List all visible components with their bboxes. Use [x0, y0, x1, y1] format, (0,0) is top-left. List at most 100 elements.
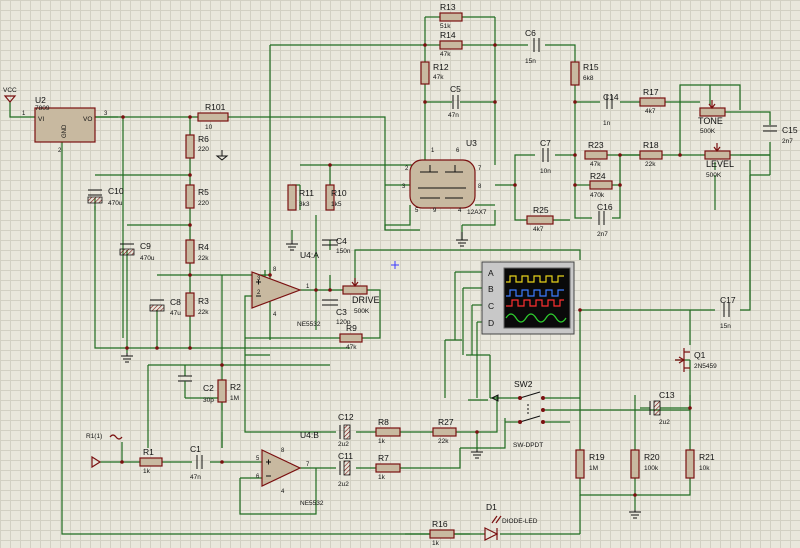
r2-ref: R2 [230, 382, 241, 392]
capacitor-c9[interactable]: C9 470u [119, 241, 155, 262]
resistor-r10[interactable]: R10 1k5 [325, 184, 347, 211]
resistor-r14[interactable]: R14 47k [439, 30, 463, 58]
q1-ref: Q1 [694, 350, 706, 360]
resistor-r17[interactable]: R17 4k7 [639, 87, 666, 115]
ground-icon [121, 353, 133, 363]
resistor-r4[interactable]: R4 22k [185, 239, 209, 264]
resistor-r9[interactable]: R9 47k [339, 323, 363, 351]
level-value: 500K [706, 172, 722, 179]
capacitor-c8[interactable]: C8 47u [149, 297, 181, 317]
c10-ref: C10 [108, 186, 124, 196]
scope-trace-a [506, 275, 564, 283]
c1-ref: C1 [190, 444, 201, 454]
pot-level[interactable]: LEVEL 500K [704, 143, 734, 179]
resistor-r6[interactable]: R6 220 [185, 134, 209, 159]
c6-value: 15n [525, 58, 536, 65]
u4a-ref: U4:A [300, 250, 319, 260]
ground-icon [456, 232, 468, 247]
sw2-ref: SW2 [514, 379, 533, 389]
r6-value: 220 [198, 146, 209, 153]
resistor-r19[interactable]: R19 1M [575, 449, 605, 479]
resistor-r24[interactable]: R24 470k [589, 171, 613, 199]
vcc-terminal[interactable]: VCC [3, 87, 17, 103]
resistor-r101[interactable]: R101 10 [197, 102, 229, 131]
capacitor-c15[interactable]: C15 2n7 [763, 125, 798, 145]
oscilloscope[interactable]: A B C D [481, 261, 575, 335]
resistor-r25[interactable]: R25 4k7 [526, 205, 554, 233]
resistor-r2[interactable]: R2 1M [217, 379, 241, 403]
drive-label: DRIVE [352, 295, 380, 305]
pot-drive[interactable]: DRIVE 500K [342, 278, 380, 315]
r13-value: 51k [440, 23, 451, 30]
resistor-r20[interactable]: R20 100k [630, 449, 660, 479]
capacitor-c12[interactable]: C12 2u2 [338, 412, 354, 448]
r17-ref: R17 [643, 87, 659, 97]
r4-value: 22k [198, 255, 209, 262]
resistor-r23[interactable]: R23 47k [584, 140, 608, 168]
tube-u3[interactable]: U3 12AX7 2 3 1 6 7 8 5 9 4 [402, 138, 487, 216]
opamp-u4a[interactable]: U4:A NE5532 3 2 8 4 1 [251, 250, 321, 328]
led-d1[interactable]: D1 DIODE-LED [484, 502, 538, 541]
capacitor-c3[interactable]: C3 120p [322, 299, 351, 326]
resistor-r27[interactable]: R27 22k [432, 417, 457, 445]
u3-pin: 4 [458, 208, 462, 214]
capacitor-c1[interactable]: C1 47n [190, 444, 203, 481]
resistor-r8[interactable]: R8 1k [375, 417, 401, 445]
scope-trace-b [506, 289, 564, 297]
capacitor-c14[interactable]: C14 1n [603, 92, 619, 127]
resistor-r3[interactable]: R3 22k [185, 292, 209, 317]
r2-value: 1M [230, 395, 239, 402]
u3-pin: 2 [405, 166, 409, 172]
u4a-part: NE5532 [297, 321, 321, 328]
r11-value: 3k3 [299, 201, 310, 208]
r12-value: 47k [433, 74, 444, 81]
resistor-r15[interactable]: R15 6k8 [570, 61, 599, 86]
capacitor-c16[interactable]: C16 2n7 [597, 202, 613, 238]
resistor-r12[interactable]: R12 47k [420, 61, 449, 85]
c7-value: 10n [540, 168, 551, 175]
c15-ref: C15 [782, 125, 798, 135]
junctions [120, 43, 692, 497]
c16-value: 2n7 [597, 231, 608, 238]
capacitor-c13[interactable]: C13 2u2 [649, 390, 675, 426]
scope-channel-b: B [488, 284, 494, 294]
scope-channel-a: A [488, 268, 494, 278]
capacitor-c6[interactable]: C6 15n [525, 28, 540, 65]
transistor-q1[interactable]: Q1 2N5459 [675, 348, 717, 372]
u3-pin: 9 [433, 208, 437, 214]
switch-sw2[interactable]: SW2 SW-DPDT [513, 379, 545, 449]
capacitor-c2[interactable]: C2 30p [178, 375, 214, 404]
drive-value: 500K [354, 308, 370, 315]
c14-ref: C14 [603, 92, 619, 102]
capacitor-c5[interactable]: C5 47n [448, 84, 461, 119]
resistor-r11[interactable]: R11 3k3 [287, 184, 314, 211]
r14-ref: R14 [440, 30, 456, 40]
capacitor-c4[interactable]: C4 150n [322, 236, 351, 255]
resistor-r1[interactable]: R1 1k [139, 447, 163, 475]
r17-value: 4k7 [645, 108, 656, 115]
capacitor-c11[interactable]: C11 2u2 [338, 451, 353, 488]
r18-ref: R18 [643, 140, 659, 150]
resistor-r18[interactable]: R18 22k [639, 140, 663, 168]
r14-value: 47k [440, 51, 451, 58]
resistor-r13[interactable]: R13 51k [439, 2, 463, 30]
resistor-r21[interactable]: R21 10k [685, 449, 715, 479]
opamp-u4b[interactable]: U4:B NE5532 5 6 8 4 7 [256, 430, 324, 507]
cursor-crosshair [391, 261, 399, 269]
r23-value: 47k [590, 161, 601, 168]
capacitor-c17[interactable]: C17 15n [720, 295, 736, 330]
pot-tone[interactable]: TONE 500K [698, 100, 726, 135]
signal-source[interactable]: R1(1) [86, 433, 123, 469]
r19-value: 1M [589, 465, 598, 472]
c3-ref: C3 [336, 307, 347, 317]
resistor-r7[interactable]: R7 1k [375, 453, 401, 481]
capacitor-c10[interactable]: C10 470u [87, 186, 124, 207]
r25-value: 4k7 [533, 226, 544, 233]
q1-part: 2N5459 [694, 363, 717, 370]
resistor-r16[interactable]: R16 1k [429, 519, 455, 547]
resistor-r5[interactable]: R5 220 [185, 184, 209, 209]
r27-value: 22k [438, 438, 449, 445]
regulator-u2[interactable]: U2 7809 VI VO GND 1 3 2 [22, 95, 108, 154]
capacitor-c7[interactable]: C7 10n [540, 138, 551, 175]
